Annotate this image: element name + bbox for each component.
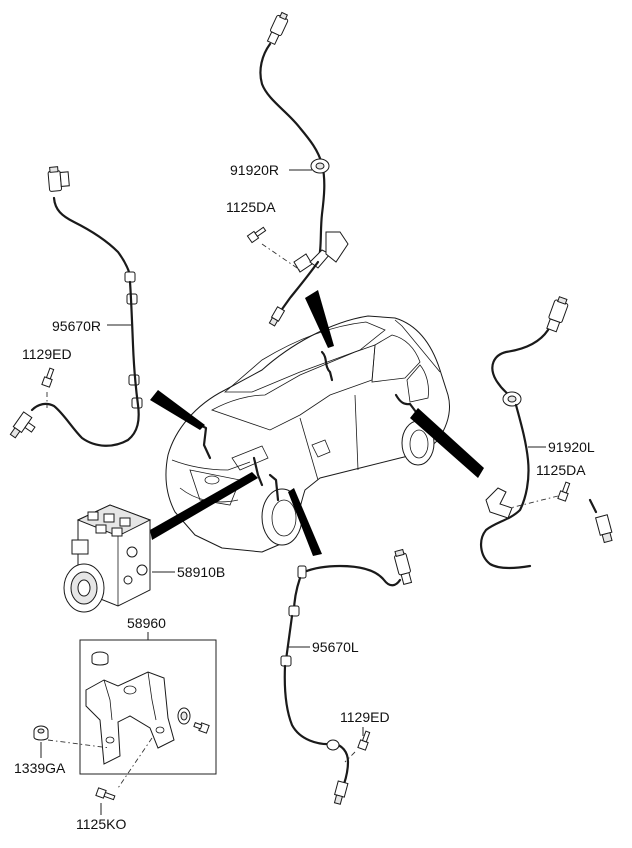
wheel-sensor-95670L: [280, 548, 413, 805]
hydraulic-unit-58910B: [63, 504, 152, 613]
bolt-1125KO: [95, 787, 116, 801]
label-58910B: 58910B: [177, 564, 225, 580]
label-91920L: 91920L: [548, 439, 595, 455]
label-95670R: 95670R: [52, 318, 101, 334]
vehicle-illustration: [165, 315, 451, 553]
label-1129ED-bottom: 1129ED: [340, 709, 390, 725]
label-1129ED-left: 1129ED: [22, 346, 72, 362]
wheel-sensor-91920L: [480, 296, 613, 570]
bolt-1125DA-top: [246, 226, 267, 244]
car-sensor-rear-right-hint: [320, 350, 334, 382]
bolt-1129ED-left: [41, 367, 55, 388]
label-1339GA: 1339GA: [14, 760, 66, 776]
callout-wedges: [150, 290, 484, 556]
label-1125DA-right: 1125DA: [536, 462, 586, 478]
label-58960: 58960: [127, 615, 166, 631]
bolt-1125DA-right: [557, 481, 571, 502]
car-hcu-hint: [252, 456, 264, 487]
car-sensor-front-left-hint: [268, 473, 280, 502]
label-1125DA-top: 1125DA: [226, 199, 276, 215]
label-91920R: 91920R: [230, 162, 279, 178]
bracket-58960: [85, 651, 210, 765]
nut-1339GA: [33, 725, 49, 741]
car-sensor-rear-left-hint: [394, 393, 418, 414]
wheel-sensor-95670R: [9, 166, 143, 447]
wheel-sensor-91920R: [259, 11, 349, 327]
bolt-1129ED-bottom: [357, 730, 371, 751]
label-1125KO: 1125KO: [76, 816, 126, 832]
label-95670L: 95670L: [312, 639, 359, 655]
bracket-58960-box: [79, 639, 217, 775]
